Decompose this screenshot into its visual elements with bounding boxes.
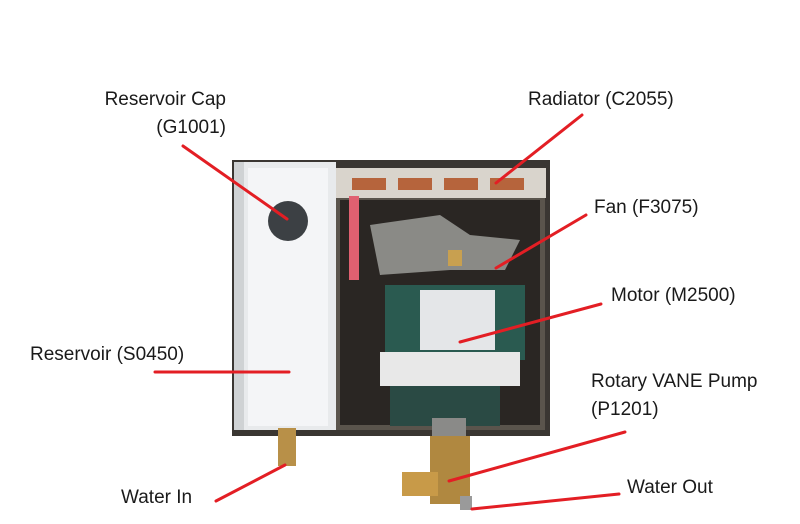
label-radiator: Radiator (C2055) bbox=[528, 89, 674, 110]
label-reservoir-cap-line1: Reservoir Cap bbox=[104, 89, 226, 110]
label-water-out: Water Out bbox=[627, 477, 713, 498]
label-reservoir-cap-line2: (G1001) bbox=[156, 117, 226, 138]
label-reservoir: Reservoir (S0450) bbox=[30, 344, 185, 365]
label-rotary-vane-pump-line2: (P1201) bbox=[591, 399, 659, 420]
label-rotary-vane-pump-line1: Rotary VANE Pump bbox=[591, 371, 758, 392]
label-motor: Motor (M2500) bbox=[611, 285, 736, 306]
fan-part bbox=[370, 215, 520, 275]
label-water-in: Water In bbox=[121, 487, 193, 508]
water-in-fitting bbox=[278, 428, 296, 466]
reservoir-cap-part bbox=[268, 201, 308, 241]
label-reservoir-cap: Reservoir Cap (G1001) bbox=[60, 88, 226, 140]
label-rotary-vane-pump: Rotary VANE Pump (P1201) bbox=[591, 370, 757, 422]
label-fan: Fan (F3075) bbox=[594, 197, 699, 218]
